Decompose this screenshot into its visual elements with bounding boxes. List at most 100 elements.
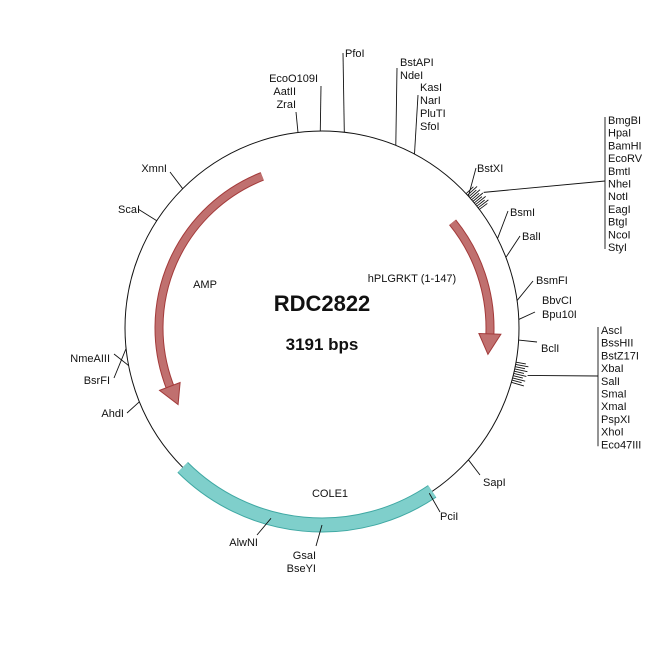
site-label: BsmFI bbox=[536, 275, 568, 287]
site-bstxi[interactable]: BstXI bbox=[467, 163, 503, 197]
cole1-band bbox=[178, 462, 436, 532]
site-tick bbox=[471, 192, 480, 201]
site-leader-line bbox=[497, 210, 509, 239]
site-tick bbox=[515, 366, 526, 370]
site-label: PluTI bbox=[420, 108, 446, 120]
site-label: BmtI bbox=[608, 166, 631, 178]
site-label: SmaI bbox=[601, 389, 627, 401]
site-label: BbvCI bbox=[542, 295, 572, 307]
site-alwni[interactable]: AlwNI bbox=[229, 517, 272, 549]
site-label: SapI bbox=[483, 477, 506, 489]
site-label: XmaI bbox=[601, 401, 627, 413]
site-label: XhoI bbox=[601, 427, 624, 439]
site-tick bbox=[513, 375, 523, 379]
site-label: KasI bbox=[420, 82, 442, 94]
site-tick bbox=[465, 186, 474, 194]
plasmid-size: 3191 bps bbox=[286, 335, 359, 354]
site-leader-line bbox=[342, 52, 345, 133]
site-label: PspXI bbox=[601, 414, 630, 426]
site-label: BtgI bbox=[608, 217, 628, 229]
site-leader-line bbox=[319, 85, 322, 132]
site-xmni[interactable]: XmnI bbox=[141, 163, 184, 189]
site-tick bbox=[472, 192, 484, 202]
amp-arrow bbox=[155, 173, 264, 388]
site-bsrfi[interactable]: BsrFI bbox=[84, 348, 127, 387]
site-label: BalI bbox=[522, 231, 541, 243]
site-pfoi[interactable]: PfoI bbox=[342, 48, 365, 133]
site-label: PciI bbox=[440, 511, 458, 523]
site-label: XbaI bbox=[601, 363, 624, 375]
site-leader-line bbox=[468, 459, 481, 476]
site-leader-line bbox=[315, 524, 323, 547]
site-bsmfi[interactable]: BsmFI bbox=[516, 275, 568, 301]
site-ecoo109i[interactable]: EcoO109I bbox=[269, 73, 322, 132]
site-tick bbox=[473, 196, 483, 204]
hplgrkt-label: hPLGRKT (1-147) bbox=[368, 273, 456, 285]
mcs-cluster-1[interactable]: BmgBIHpaIBamHIEcoRVBmtINheINotIEagIBtgIN… bbox=[465, 115, 643, 254]
site-label: Eco47III bbox=[601, 439, 641, 451]
site-label: EcoO109I bbox=[269, 73, 318, 85]
site-leader-line bbox=[505, 235, 521, 258]
site-label: AatII bbox=[273, 86, 296, 98]
hplgrkt-arrow bbox=[449, 220, 494, 334]
site-tick bbox=[514, 368, 528, 373]
site-leader-line bbox=[518, 339, 538, 343]
site-sapi[interactable]: SapI bbox=[468, 459, 506, 489]
site-leader-line bbox=[113, 348, 127, 379]
site-label: AscI bbox=[601, 325, 622, 337]
site-bcli[interactable]: BclI bbox=[518, 339, 560, 355]
site-tick bbox=[513, 372, 527, 377]
sites-group: AatIIZraIEcoO109IPfoIBstAPINdeIKasINarIP… bbox=[70, 48, 642, 575]
cluster-leader-line bbox=[483, 180, 606, 193]
site-label: HpaI bbox=[608, 128, 631, 140]
site-label: SfoI bbox=[420, 121, 440, 133]
site-scai[interactable]: ScaI bbox=[118, 204, 158, 222]
site-tick bbox=[479, 203, 488, 210]
site-label: BamHI bbox=[608, 140, 642, 152]
site-label: AhdI bbox=[101, 408, 124, 420]
site-tick bbox=[512, 377, 526, 382]
site-label: NmeAIII bbox=[70, 353, 110, 365]
site-label: NheI bbox=[608, 179, 631, 191]
site-label: BstXI bbox=[477, 163, 503, 175]
site-leader-line bbox=[169, 171, 184, 189]
site-label: BsmI bbox=[510, 207, 535, 219]
plasmid-name: RDC2822 bbox=[274, 291, 371, 316]
site-label: ScaI bbox=[118, 204, 140, 216]
site-tick bbox=[477, 199, 489, 209]
mcs-cluster-2[interactable]: AscIBssHIIBstZ17IXbaISalISmaIXmaIPspXIXh… bbox=[511, 325, 641, 451]
site-ahdi[interactable]: AhdI bbox=[101, 401, 140, 420]
site-leader-line bbox=[467, 167, 477, 197]
site-label: NarI bbox=[420, 95, 441, 107]
site-leader-line bbox=[516, 280, 534, 301]
site-label: BseYI bbox=[287, 563, 316, 575]
site-tick bbox=[511, 381, 524, 387]
site-tick bbox=[476, 199, 485, 207]
cluster-leader-line bbox=[527, 375, 599, 377]
site-label: StyI bbox=[608, 242, 627, 254]
hplgrkt-arrowhead bbox=[478, 332, 502, 356]
site-tick bbox=[475, 196, 486, 205]
site-label: AlwNI bbox=[229, 537, 258, 549]
site-label: EcoRV bbox=[608, 153, 643, 165]
site-label: BstZ17I bbox=[601, 350, 639, 362]
site-label: PfoI bbox=[345, 48, 365, 60]
site-bsmi[interactable]: BsmI bbox=[497, 207, 536, 239]
site-label: XmnI bbox=[141, 163, 167, 175]
site-label: BssHII bbox=[601, 338, 633, 350]
site-label: BclI bbox=[541, 343, 559, 355]
site-tick bbox=[467, 186, 478, 196]
site-leader-line bbox=[126, 401, 140, 414]
site-label: ZraI bbox=[276, 99, 296, 111]
site-pcii[interactable]: PciI bbox=[428, 492, 458, 523]
site-leader-line bbox=[428, 492, 441, 513]
site-bali[interactable]: BalI bbox=[505, 231, 541, 258]
site-tick bbox=[511, 379, 522, 384]
